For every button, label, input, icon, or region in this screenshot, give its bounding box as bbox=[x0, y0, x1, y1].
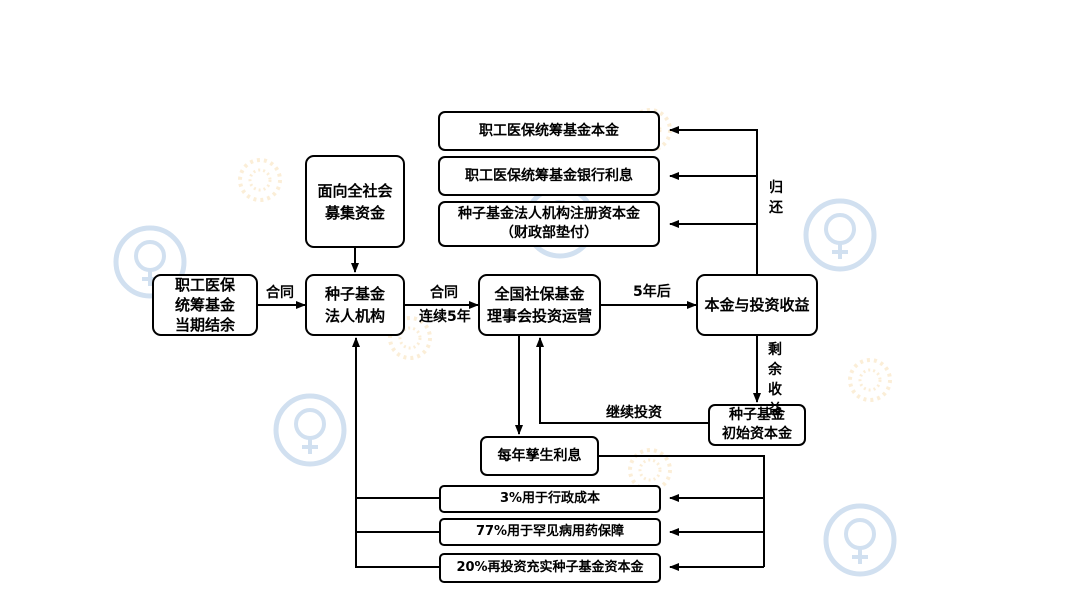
interest-distribution-trunk bbox=[599, 455, 765, 567]
label-contract-5y-line2: 连续5年 bbox=[419, 309, 471, 325]
feedback-trunk bbox=[352, 337, 439, 568]
label-continue-invest: 继续投资 bbox=[606, 405, 662, 421]
node-pool-principal: 职工医保统筹基金本金 bbox=[438, 111, 660, 151]
node-admin-cost: 3%用于行政成本 bbox=[439, 485, 661, 513]
arrow-continue-invest bbox=[536, 337, 708, 424]
node-registered-capital: 种子基金法人机构注册资本金 （财政部垫付） bbox=[438, 201, 660, 247]
label-remaining-returns: 剩余收益 bbox=[768, 342, 782, 418]
label-after-5y: 5年后 bbox=[633, 284, 671, 300]
node-ssf-council: 全国社保基金 理事会投资运营 bbox=[478, 274, 601, 336]
node-seed-fund-entity: 种子基金 法人机构 bbox=[305, 274, 405, 336]
node-seed-initial-capital: 种子基金 初始资本金 bbox=[708, 404, 806, 446]
node-principal-returns: 本金与投资收益 bbox=[696, 274, 818, 336]
node-rare-disease-drugs: 77%用于罕见病用药保障 bbox=[439, 518, 661, 546]
label-contract-5y-line1: 合同 bbox=[430, 285, 458, 301]
node-public-fundraising: 面向全社会 募集资金 bbox=[305, 155, 405, 248]
node-pool-bank-interest: 职工医保统筹基金银行利息 bbox=[438, 156, 660, 196]
label-contract: 合同 bbox=[266, 285, 294, 301]
return-trunk bbox=[669, 126, 758, 274]
node-reinvest-seed: 20%再投资充实种子基金资本金 bbox=[439, 553, 661, 583]
label-return: 归还 bbox=[769, 180, 783, 216]
node-annual-interest: 每年孳生利息 bbox=[480, 436, 599, 476]
node-pool-balance: 职工医保 统筹基金 当期结余 bbox=[152, 274, 258, 336]
